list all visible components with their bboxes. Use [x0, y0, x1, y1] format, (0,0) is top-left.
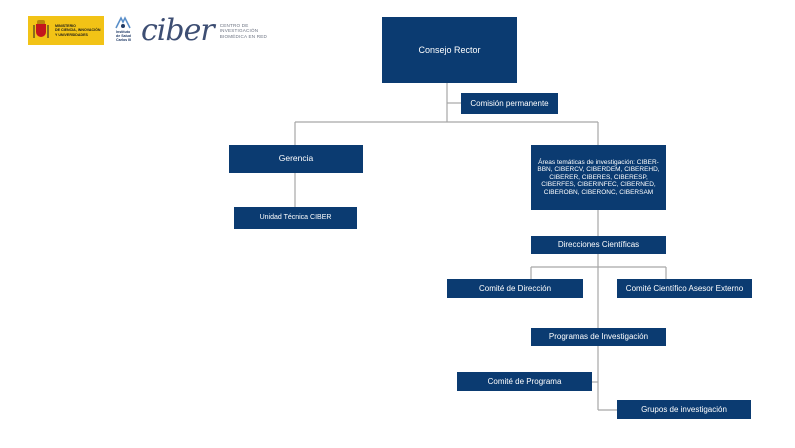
node-direcciones-cientificas: Direcciones Científicas [531, 236, 666, 254]
node-unidad-tecnica: Unidad Técnica CIBER [234, 207, 357, 229]
ministry-name: MINISTERIO DE CIENCIA, INNOVACIÓN Y UNIV… [55, 23, 101, 37]
node-label: Direcciones Científicas [557, 240, 640, 250]
node-label: Gerencia [278, 153, 314, 164]
node-grupos-investigacion: Grupos de investigación [617, 400, 751, 419]
coat-of-arms-icon [33, 19, 49, 42]
isciii-logo: Instituto de Salud Carlos III [110, 16, 136, 46]
node-label: Comité Científico Asesor Externo [625, 283, 744, 293]
node-label: Comisión permanente [470, 98, 549, 108]
isciii-emblem-icon [115, 16, 131, 29]
node-label: Programas de Investigación [548, 332, 649, 342]
node-consejo-rector: Consejo Rector [382, 17, 517, 83]
node-label: Áreas temáticas de investigación: CIBER-… [537, 158, 660, 196]
node-label: Consejo Rector [418, 44, 481, 55]
node-comite-programa: Comité de Programa [457, 372, 592, 391]
node-programas-investigacion: Programas de Investigación [531, 328, 666, 346]
node-comite-cientifico: Comité Científico Asesor Externo [617, 279, 752, 298]
isciii-name: Instituto de Salud Carlos III [116, 30, 132, 43]
ciber-subtitle: CENTRO DE INVESTIGACIÓN BIOMÉDICA EN RED [219, 22, 268, 39]
node-comite-direccion: Comité de Dirección [447, 279, 583, 298]
node-label: Grupos de investigación [641, 404, 727, 414]
node-comision-permanente: Comisión permanente [461, 93, 558, 114]
ciber-logo: ciber CENTRO DE INVESTIGACIÓN BIOMÉDICA … [141, 14, 267, 48]
node-label: Comité de Dirección [478, 283, 552, 293]
node-label: Comité de Programa [487, 376, 562, 386]
node-gerencia: Gerencia [229, 145, 363, 173]
ciber-wordmark: ciber [141, 13, 215, 48]
ministry-logo: MINISTERIO DE CIENCIA, INNOVACIÓN Y UNIV… [28, 16, 104, 45]
node-areas-tematicas: Áreas temáticas de investigación: CIBER-… [531, 145, 666, 210]
node-label: Unidad Técnica CIBER [259, 213, 332, 221]
